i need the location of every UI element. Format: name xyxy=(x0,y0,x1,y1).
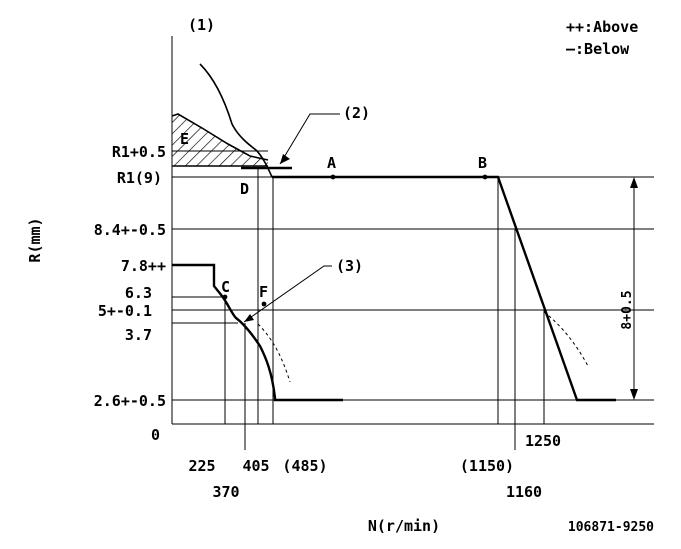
marker-a xyxy=(330,174,336,180)
point-label-e: E xyxy=(180,130,189,148)
dashed-curve-high xyxy=(543,311,589,367)
y-tick-r1-plus: R1+0.5 xyxy=(112,143,166,161)
x-tick-485: (485) xyxy=(282,457,327,475)
y-tick-5: 5+-0.1 xyxy=(98,302,152,320)
marker-c xyxy=(222,294,228,300)
legend-above: ++:Above xyxy=(566,18,638,36)
y-tick-8-4: 8.4+-0.5 xyxy=(94,221,166,239)
arrowhead-3 xyxy=(244,314,254,322)
point-label-a: A xyxy=(327,154,336,172)
y-tick-6-3: 6.3 xyxy=(125,284,152,302)
dimension-arrow-top xyxy=(630,177,638,188)
x-tick-405: 405 xyxy=(242,457,269,475)
callout-3: (3) xyxy=(336,257,363,275)
arrowhead-2 xyxy=(280,154,290,164)
legend: ++:Above —:Below xyxy=(566,18,638,58)
x-tick-225: 225 xyxy=(188,457,215,475)
dashed-curve-idle xyxy=(257,323,291,383)
y-tick-labels: R1+0.5 R1(9) 8.4+-0.5 7.8++ 6.3 5+-0.1 3… xyxy=(94,143,166,444)
leader-3 xyxy=(243,265,332,323)
point-label-c: C xyxy=(221,278,230,296)
point-label-b: B xyxy=(478,154,487,172)
leader-2 xyxy=(279,113,340,165)
dimension-label: 8+0.5 xyxy=(620,290,635,329)
marker-b xyxy=(482,174,488,180)
y-tick-7-8: 7.8++ xyxy=(121,257,166,275)
x-tick-1150: (1150) xyxy=(460,457,514,475)
main-characteristic-plateau xyxy=(272,175,616,402)
y-axis-label: R(mm) xyxy=(26,217,44,262)
x-tick-labels: 225 370 405 (485) (1150) 1160 1250 xyxy=(188,432,561,501)
dimension-arrow: 8+0.5 xyxy=(620,177,638,400)
x-tick-1160: 1160 xyxy=(506,483,542,501)
callout-2: (2) xyxy=(343,104,370,122)
axes xyxy=(171,36,654,425)
drawing-number: 106871-9250 xyxy=(568,520,654,535)
x-tick-1250: 1250 xyxy=(525,432,561,450)
point-label-f: F xyxy=(259,283,268,301)
y-tick-0: 0 xyxy=(151,426,160,444)
legend-below: —:Below xyxy=(566,40,630,58)
horizontal-reference-lines xyxy=(172,150,654,401)
dimension-arrow-bottom xyxy=(630,389,638,400)
y-tick-r1: R1(9) xyxy=(117,169,162,187)
x-tick-370: 370 xyxy=(212,483,239,501)
callout-1: (1) xyxy=(188,16,215,34)
y-tick-2-6: 2.6+-0.5 xyxy=(94,392,166,410)
point-markers xyxy=(222,174,488,307)
hatch-upper-edge xyxy=(171,113,269,161)
x-axis-label: N(r/min) xyxy=(368,517,440,535)
upper-limit-curve xyxy=(199,63,273,178)
vertical-reference-lines xyxy=(224,168,545,450)
point-label-d: D xyxy=(240,180,249,198)
idle-characteristic xyxy=(172,263,343,402)
marker-f xyxy=(261,301,267,307)
y-tick-3-7: 3.7 xyxy=(125,326,152,344)
callout-leaders xyxy=(172,113,340,323)
